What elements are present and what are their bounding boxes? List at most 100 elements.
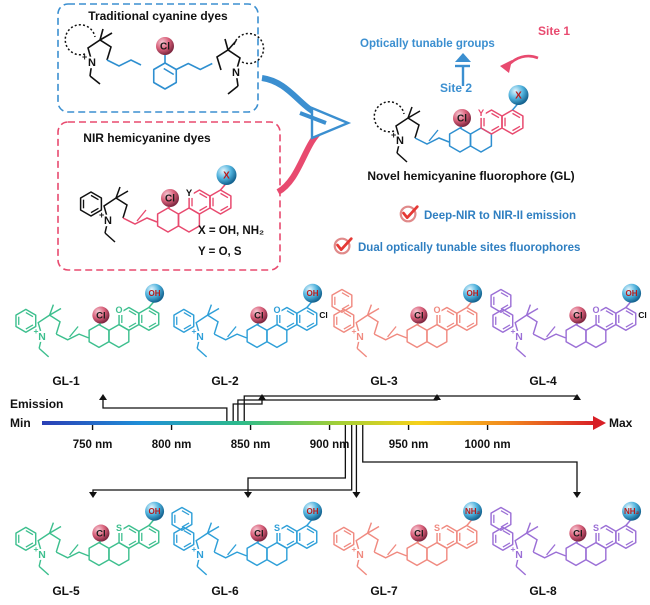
nitrogen-atom: N [356,332,364,343]
ring [173,308,195,333]
double-bond [286,322,295,328]
chlorine-site-label: Cl [457,114,467,125]
traditional-cyanine-box [57,3,259,113]
connector-line [92,425,353,496]
double-bond [25,324,34,330]
vinyl-linker [55,551,89,559]
emission-title: Emission [10,397,63,411]
chlorine-site [161,189,179,207]
vinyl-linker [213,551,247,559]
cl-bond [167,206,171,209]
nitrogen-atom: N [356,550,364,561]
tunable-group [463,283,483,303]
tunable-group [216,165,237,185]
methyl [99,32,113,41]
atom-mask [87,56,98,69]
double-bond [500,522,509,528]
chlorine-site-label: Cl [254,529,264,540]
methyl [49,307,62,316]
double-bond [69,326,79,338]
chlorine-site [250,524,268,542]
traditional-cyanine-structure: N+ClN [64,24,265,95]
atom-mask [395,134,406,147]
charge-plus: + [391,130,396,140]
feature-dual-sites: Dual optically tunable sites fluorophore… [358,242,580,254]
atom-mask [514,330,525,342]
tunable-group [145,283,165,303]
double-bond [502,312,511,318]
double-bond [446,310,455,316]
connector-line [362,425,578,496]
emission-spectrum-bar [42,421,595,425]
chlorine-site-label: Cl [414,529,424,540]
ring [156,207,180,233]
heteroatom: S [434,523,440,533]
double-bond [625,528,634,534]
compound-structures: N+OClOHGL-1N+OClOHClGL-2N+OClOHGL-3N+OCl… [15,283,647,598]
atom-mask [591,305,601,316]
tunable-group [303,501,323,521]
double-bond [227,326,237,338]
ring [246,541,268,567]
ring [79,191,103,217]
methyl [206,304,213,316]
vinyl-linker [163,67,175,76]
nitrogen-atom: N [196,550,204,561]
ring [406,541,428,567]
ethyl [227,85,239,95]
axis-tick-label: 900 nm [310,439,350,451]
ring [490,506,512,531]
ring [296,524,318,550]
methyl [206,522,213,534]
tunable-group [622,501,642,521]
ring [333,526,355,551]
methyl [525,522,532,534]
double-bond [199,192,208,199]
heteroatom: O [273,305,280,315]
double-bond [500,292,509,298]
connector-arrow-icon [433,394,441,400]
atom-mask [184,187,194,198]
tunable-group [145,501,165,521]
double-bond [128,528,137,534]
double-bond [605,310,614,316]
double-bond [625,310,634,316]
tunable-group [622,283,642,303]
chlorine-site-label: Cl [160,42,170,53]
methyl [207,525,220,534]
methyl [49,525,62,534]
nitrogen-atom: N [232,67,240,79]
atom-mask [514,548,525,560]
ethyl [396,152,408,163]
double-bond [605,528,614,534]
compound-label: GL-5 [52,584,80,598]
vinyl-linker [532,551,566,559]
atom-mask [114,305,124,316]
atom-mask [231,66,242,79]
dotted-ring [64,24,96,56]
heteroatom: S [116,523,122,533]
ring [171,506,193,531]
tunable-group-label: NH₂ [624,507,640,516]
double-bond [25,542,34,548]
methyl [366,304,373,316]
vinyl-linker [55,333,89,341]
vinyl-linker [213,333,247,341]
charge-plus: + [33,326,38,336]
ring [15,308,37,333]
cl-bond [575,323,579,326]
double-bond [491,112,500,119]
vinyl-linker [373,333,407,341]
ring [565,323,587,349]
nitrogen-atom: N [396,135,404,147]
atom-mask [272,305,282,316]
double-bond [148,528,157,534]
connector-arrow-icon [258,394,266,400]
compound-label: GL-3 [370,374,398,388]
chlorine-site [569,524,587,542]
double-bond [387,326,397,338]
